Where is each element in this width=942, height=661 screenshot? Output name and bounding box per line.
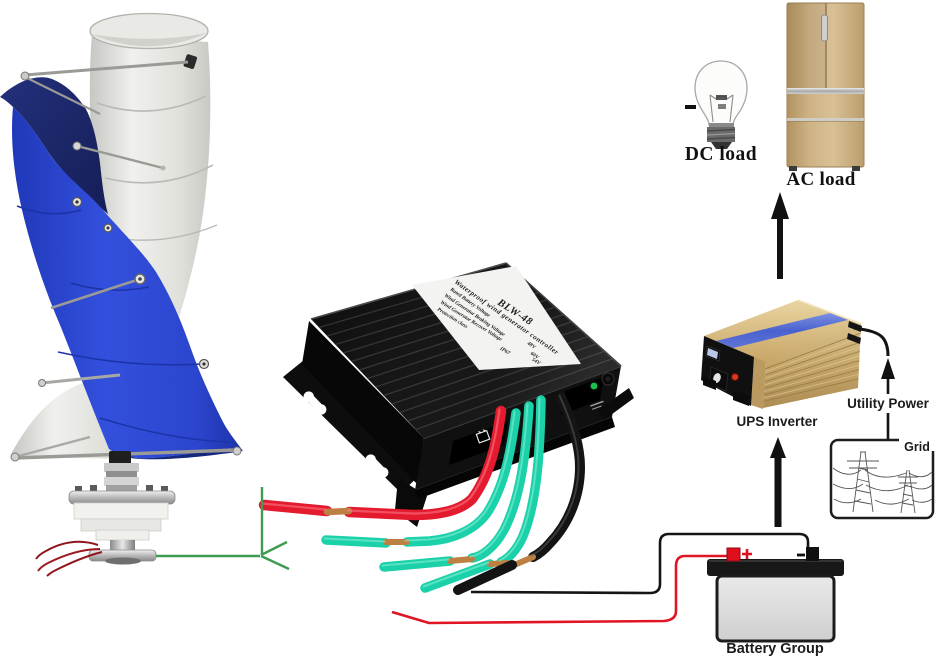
svg-text:UPS Inverter: UPS Inverter — [736, 414, 818, 429]
svg-text:54V: 54V — [531, 357, 542, 367]
svg-text:DC load: DC load — [685, 144, 757, 165]
svg-text:Battery Group: Battery Group — [726, 641, 824, 657]
svg-text:48V: 48V — [525, 340, 537, 351]
svg-text:60V: 60V — [529, 351, 540, 361]
svg-text:Grid: Grid — [904, 440, 930, 454]
svg-text:Utility Power: Utility Power — [847, 396, 930, 411]
svg-text:AC load: AC load — [786, 169, 855, 190]
svg-text:IP67: IP67 — [498, 345, 511, 356]
